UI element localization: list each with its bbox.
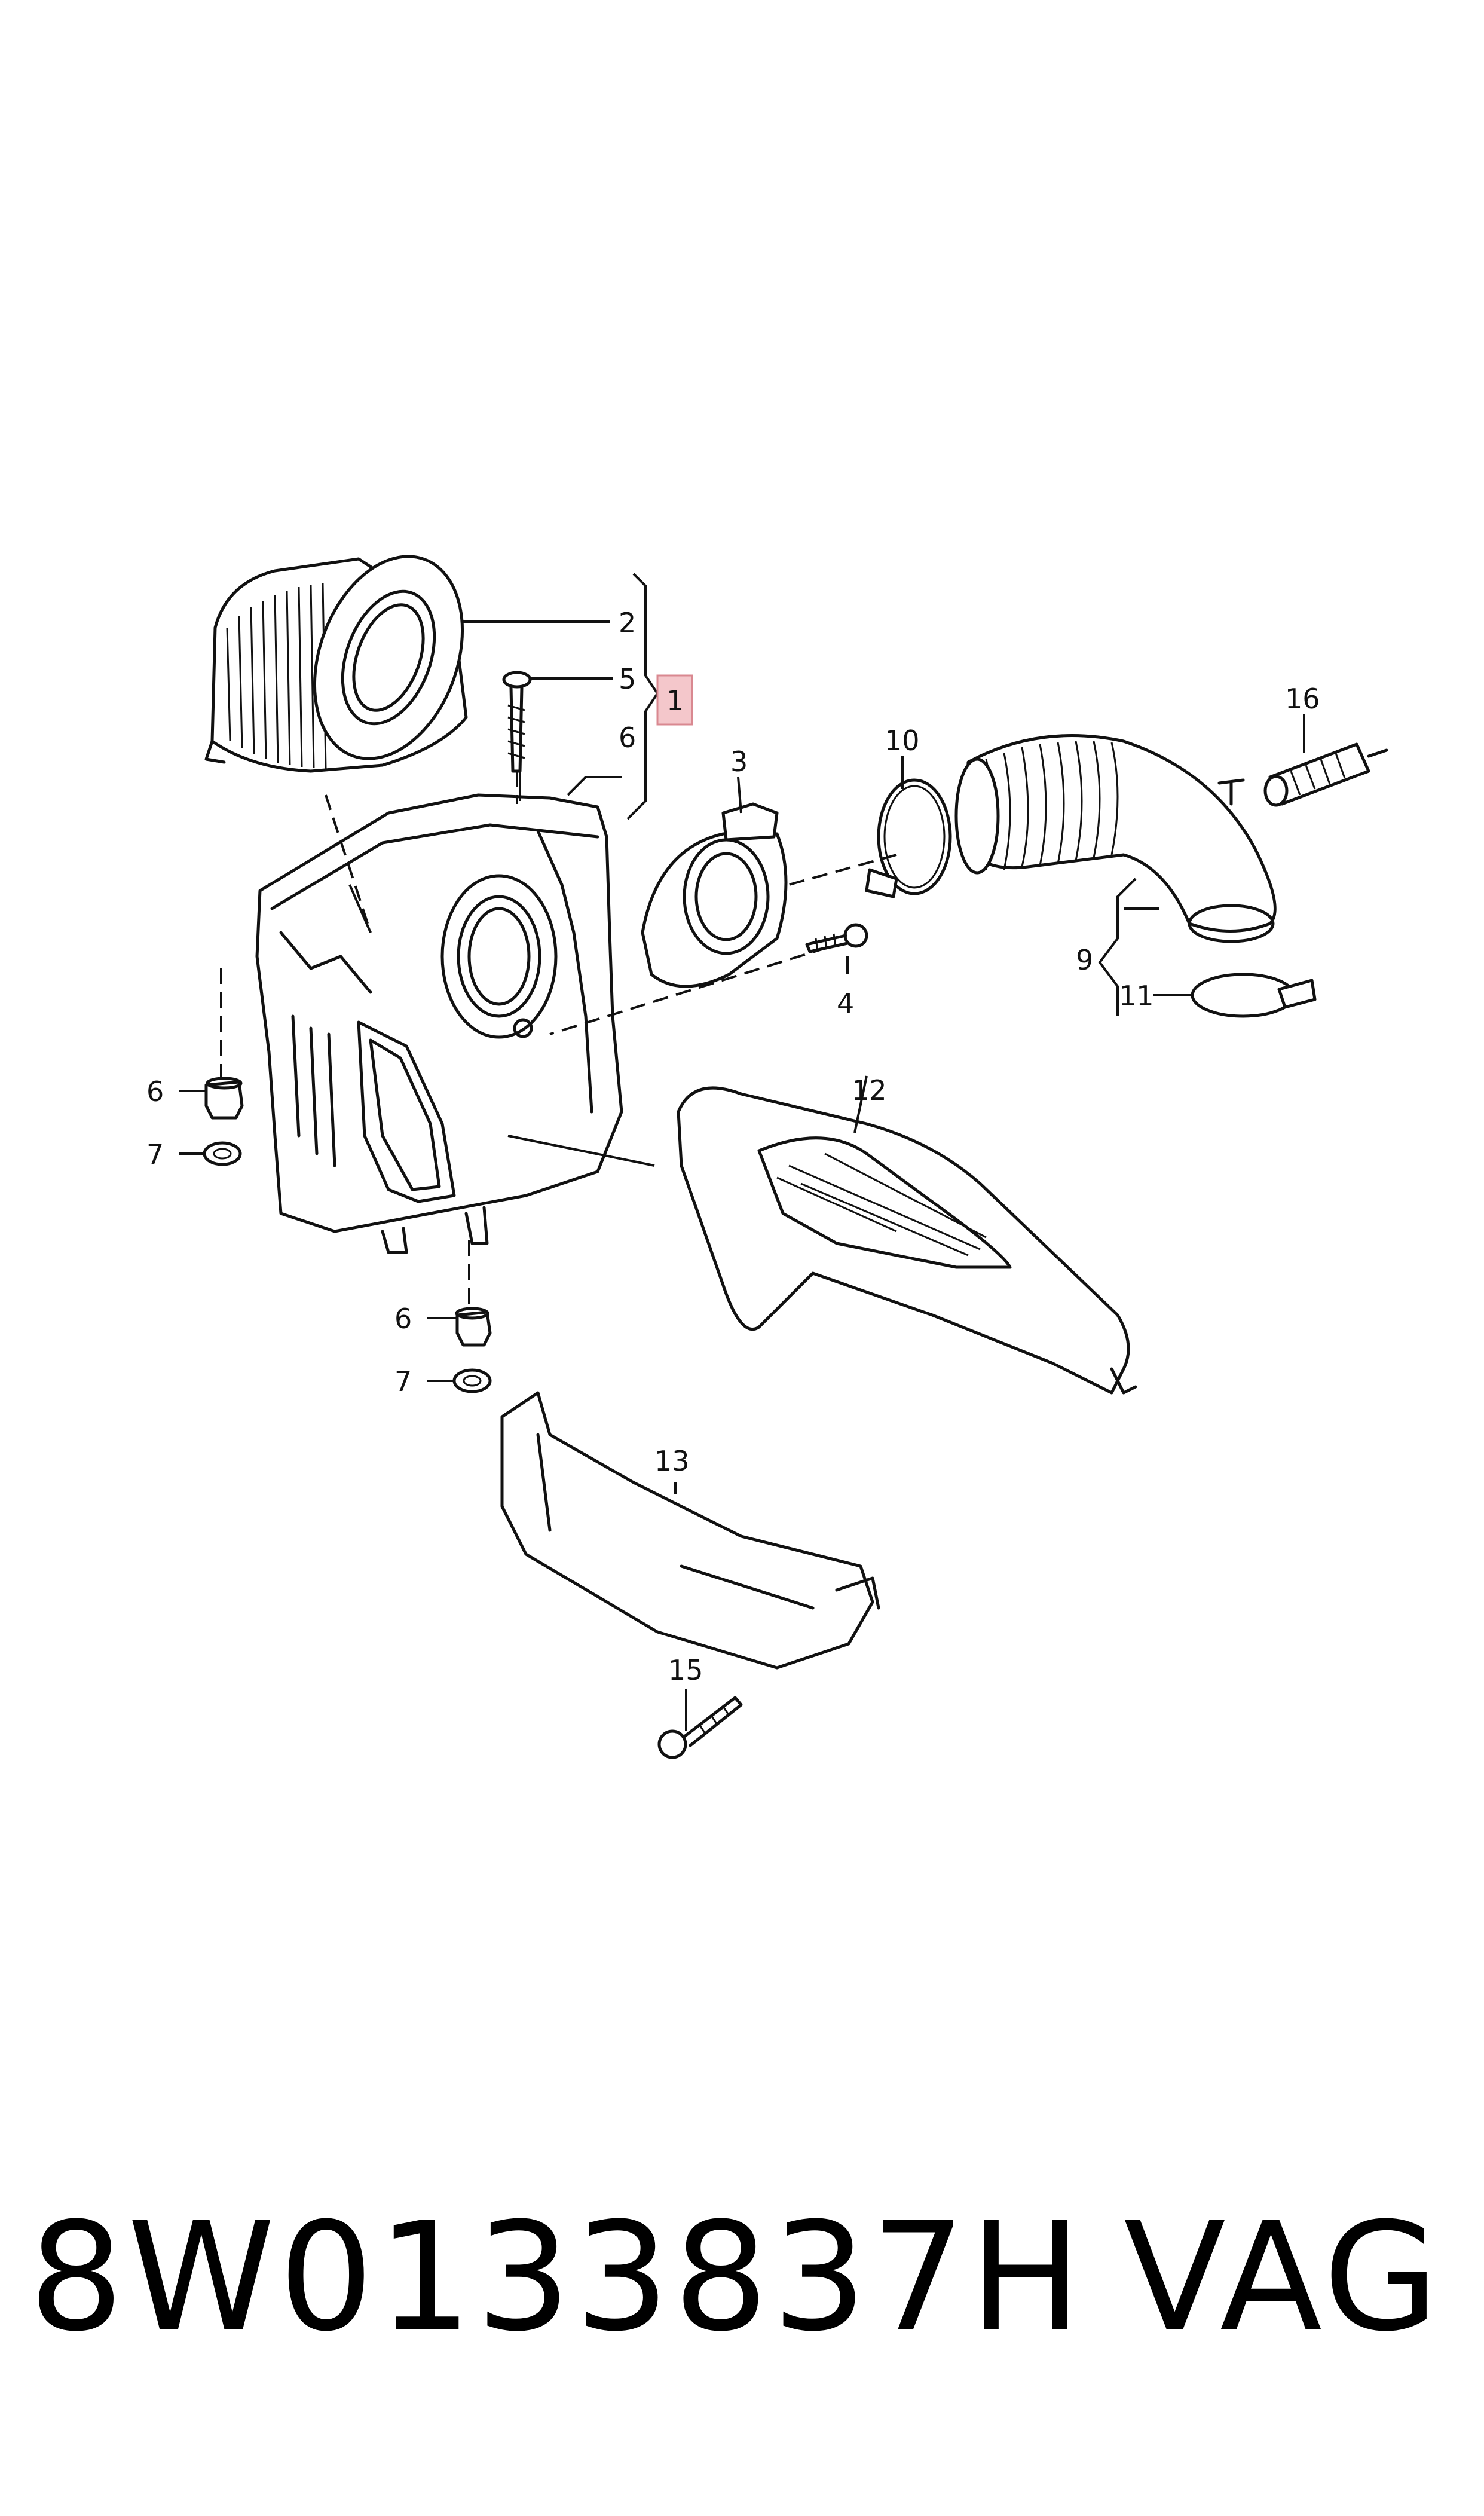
callout-4: 4 (837, 988, 854, 1020)
callout-2: 2 (619, 607, 636, 639)
part-number: 8W0133837H (29, 2190, 1085, 2364)
callout-13: 13 (654, 1445, 690, 1477)
footer: 8W0133837H VAG (0, 2200, 1484, 2355)
leader-lines (179, 573, 1305, 1731)
callout-6-left: 6 (146, 1075, 164, 1108)
callout-12: 12 (852, 1074, 887, 1106)
air-filter-housing (255, 793, 623, 1254)
callout-1-highlight (656, 674, 693, 726)
callout-15: 15 (668, 1654, 703, 1686)
callout-6-housing: 6 (619, 722, 636, 754)
hose-clamp-10 (865, 778, 952, 898)
intake-hose (954, 734, 1277, 943)
callout-3: 3 (730, 745, 748, 778)
brand-name: VAG (1124, 2190, 1443, 2364)
callout-11: 11 (1119, 980, 1154, 1012)
filter-pipe-16 (1263, 742, 1388, 807)
rubber-mount-6-bottom (455, 1307, 492, 1347)
air-filter-element (204, 555, 468, 773)
grommet-7-left (203, 1141, 242, 1166)
assembly-dashed-lines (220, 771, 897, 1312)
callout-9: 9 (1076, 944, 1093, 976)
screw-4 (805, 923, 868, 953)
callout-1: 1 (666, 684, 684, 717)
callout-6-bottom: 6 (394, 1303, 412, 1335)
rubber-mount-6-left (204, 1077, 244, 1120)
grommet-7-bottom (452, 1368, 492, 1393)
callout-labels: 1 2 5 6 3 10 4 16 9 11 12 6 7 6 7 13 15 (146, 607, 1320, 1686)
callout-5: 5 (619, 663, 636, 695)
callout-7-bottom: 7 (394, 1365, 412, 1398)
lower-bracket-13 (500, 1391, 880, 1670)
callout-10: 10 (885, 724, 920, 757)
screw-15 (657, 1696, 743, 1759)
screw-5 (502, 671, 532, 773)
hose-clamp-11 (1191, 973, 1317, 1018)
callout-7-left: 7 (146, 1138, 164, 1170)
mass-air-flow-sensor (641, 802, 788, 988)
air-intake-duct-12 (677, 1086, 1137, 1395)
callout-16: 16 (1285, 683, 1320, 715)
